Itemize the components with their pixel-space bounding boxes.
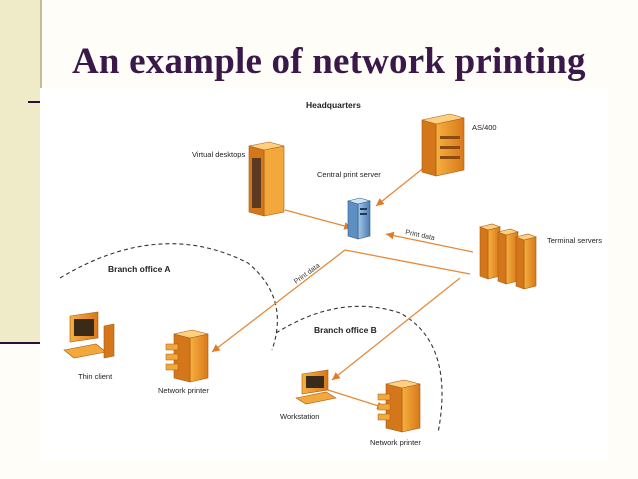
thin-client-icon xyxy=(63,311,115,359)
network-printer-b-label: Network printer xyxy=(370,438,421,447)
print-data-left-label: Print data xyxy=(293,262,321,285)
central-print-server-icon xyxy=(346,197,372,240)
print-data-top-label: Print data xyxy=(405,229,436,242)
headquarters-label: Headquarters xyxy=(306,100,361,110)
virtual-desktops-icon xyxy=(248,141,285,217)
network-printer-a-icon xyxy=(165,329,209,383)
network-printer-b-icon xyxy=(377,379,421,433)
title-rule xyxy=(28,101,40,103)
sidebar-band xyxy=(0,0,40,344)
network-diagram: Headquarters Print data Print data Virtu… xyxy=(40,88,608,460)
virtual-desktops-label: Virtual desktops xyxy=(192,150,245,159)
connection-lines xyxy=(211,165,474,410)
branch-a-boundary xyxy=(59,243,278,351)
as400-icon xyxy=(421,113,465,177)
as400-label: AS/400 xyxy=(472,123,497,132)
terminal-servers-icon xyxy=(478,223,538,290)
terminal-servers-label: Terminal servers xyxy=(547,236,602,245)
branch-b-label: Branch office B xyxy=(314,325,377,335)
sidebar-bottom-rule xyxy=(0,342,40,344)
central-print-server-label: Central print server xyxy=(317,170,381,179)
workstation-label: Workstation xyxy=(280,412,319,421)
branch-b-boundary xyxy=(275,305,443,434)
network-printer-a-label: Network printer xyxy=(158,386,209,395)
branch-a-label: Branch office A xyxy=(108,264,171,274)
workstation-icon xyxy=(295,369,337,405)
thin-client-label: Thin client xyxy=(78,372,113,381)
slide-title: An example of network printing xyxy=(72,41,586,82)
